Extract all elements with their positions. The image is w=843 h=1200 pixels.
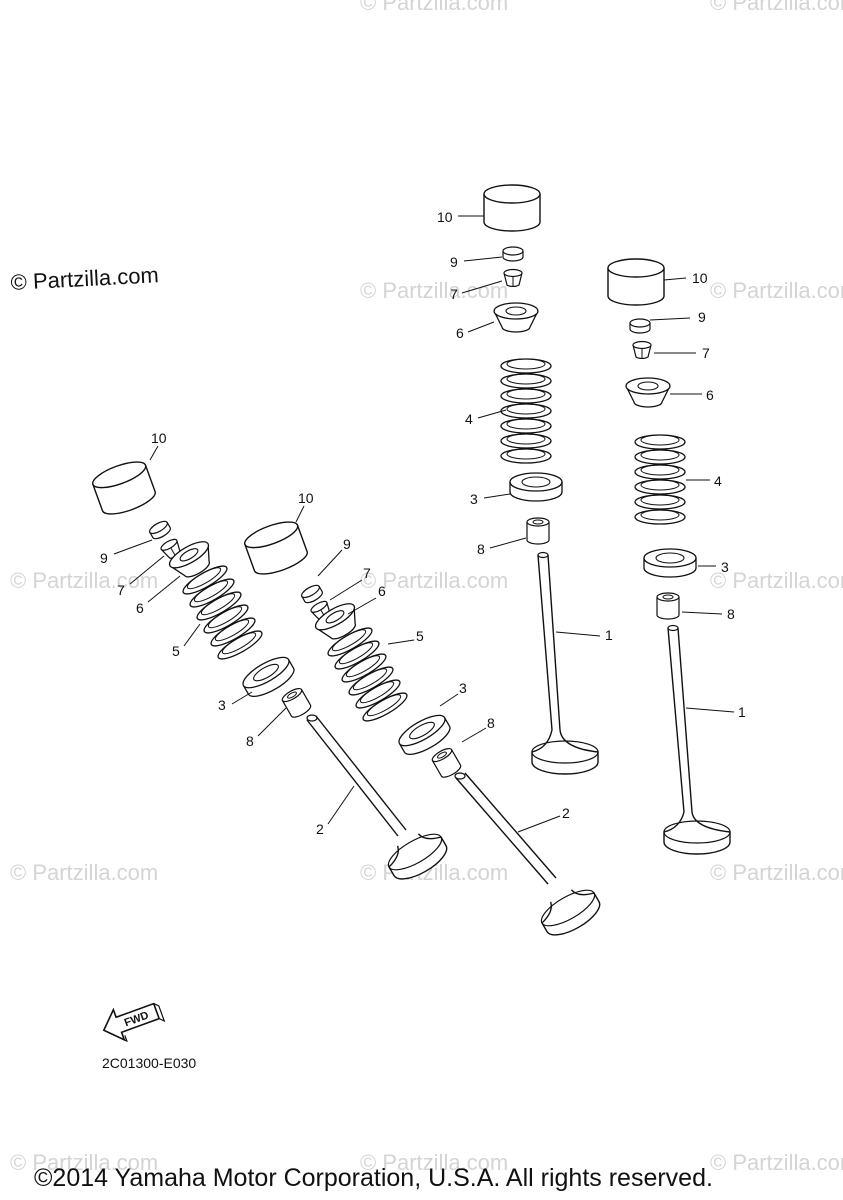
copyright-notice: ©2014 Yamaha Motor Corporation, U.S.A. A… (34, 1164, 713, 1192)
callout-1: 1 (738, 704, 746, 720)
callout-2: 2 (562, 805, 570, 821)
watermark: © Partzilla.com (710, 0, 843, 15)
watermark: © Partzilla.com (360, 278, 509, 303)
valve-stack-c (89, 456, 448, 880)
callout-6: 6 (378, 583, 386, 599)
callout-10: 10 (298, 490, 314, 506)
callout-7: 7 (363, 565, 371, 581)
valve-stack-b (607, 258, 731, 855)
watermark: © Partzilla.com (10, 860, 159, 885)
callout-10: 10 (437, 209, 453, 225)
callout-8: 8 (477, 541, 485, 557)
callout-leaders (113, 215, 735, 833)
watermark: © Partzilla.com (360, 0, 509, 15)
valve-stack-d (241, 516, 601, 936)
callout-9: 9 (450, 254, 458, 270)
callout-10: 10 (151, 430, 167, 446)
callout-5: 5 (416, 628, 424, 644)
watermark: © Partzilla.com (360, 1150, 509, 1175)
watermark: © Partzilla.com (360, 568, 509, 593)
callout-9: 9 (343, 536, 351, 552)
callout-6: 6 (706, 387, 714, 403)
callout-10: 10 (692, 270, 708, 286)
diagram-code: 2C01300-E030 (102, 1055, 197, 1071)
valve-stack-a (483, 184, 599, 775)
watermark: © Partzilla.com (710, 1150, 843, 1175)
callout-8: 8 (487, 715, 495, 731)
callout-6: 6 (456, 325, 464, 341)
callout-4: 4 (465, 411, 473, 427)
callout-9: 9 (100, 550, 108, 566)
callout-7: 7 (702, 345, 710, 361)
callout-1: 1 (605, 627, 613, 643)
watermark: © Partzilla.com (710, 278, 843, 303)
callout-5: 5 (172, 643, 180, 659)
callout-3: 3 (459, 680, 467, 696)
callout-8: 8 (727, 606, 735, 622)
callout-3: 3 (218, 697, 226, 713)
callout-9: 9 (698, 309, 706, 325)
callout-numbers: 10 9 7 6 4 3 8 1 10 9 7 6 4 3 8 1 10 9 7… (100, 209, 746, 837)
callout-8: 8 (246, 733, 254, 749)
callout-4: 4 (714, 473, 722, 489)
callout-7: 7 (450, 286, 458, 302)
forward-arrow-icon: FWD (102, 1002, 166, 1043)
watermark: © Partzilla.com (710, 860, 843, 885)
watermark: © Partzilla.com (710, 568, 843, 593)
callout-7: 7 (117, 582, 125, 598)
callout-3: 3 (721, 559, 729, 575)
callout-6: 6 (136, 600, 144, 616)
callout-3: 3 (470, 491, 478, 507)
callout-2: 2 (316, 821, 324, 837)
watermark: © Partzilla.com (10, 1150, 159, 1175)
